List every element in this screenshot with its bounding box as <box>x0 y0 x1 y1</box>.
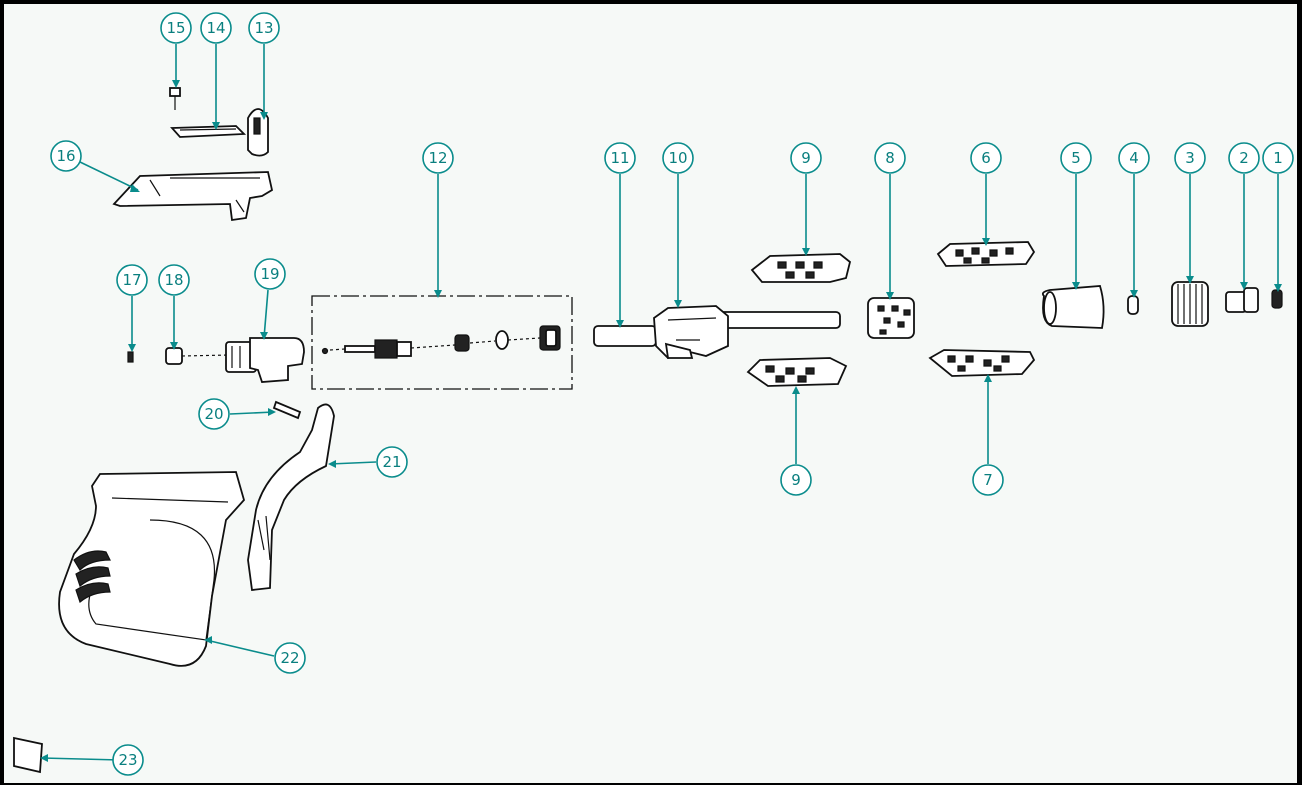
svg-text:21: 21 <box>382 453 401 471</box>
svg-text:14: 14 <box>206 19 225 37</box>
svg-text:1: 1 <box>1273 149 1283 167</box>
part-trigger <box>247 403 335 591</box>
callout-9-lower: 9 <box>780 464 812 496</box>
callout-23: 23 <box>112 744 144 776</box>
svg-text:19: 19 <box>260 265 279 283</box>
part-top-housing <box>112 171 274 222</box>
callout-21: 21 <box>376 446 408 478</box>
callout-7: 7 <box>972 464 1004 496</box>
svg-text:12: 12 <box>428 149 447 167</box>
callout-18: 18 <box>158 264 190 296</box>
svg-text:9: 9 <box>801 149 811 167</box>
callout-22: 22 <box>274 642 306 674</box>
callout-12: 12 <box>422 142 454 174</box>
svg-text:22: 22 <box>280 649 299 667</box>
part-knurled-nut <box>1171 281 1209 327</box>
part-clip <box>247 108 269 157</box>
part-nozzle-cover <box>1041 285 1105 329</box>
svg-text:15: 15 <box>166 19 185 37</box>
svg-text:9: 9 <box>791 471 801 489</box>
part-cover-shell-upper <box>936 241 1036 267</box>
part-screw <box>169 87 181 110</box>
part-trigger-pin <box>272 400 302 420</box>
callout-3: 3 <box>1174 142 1206 174</box>
callout-4: 4 <box>1118 142 1150 174</box>
part-connector-housing <box>653 305 729 360</box>
part-barrel-tube <box>593 311 841 347</box>
callout-9-upper: 9 <box>790 142 822 174</box>
svg-text:2: 2 <box>1239 149 1249 167</box>
part-end-nut <box>1271 289 1283 309</box>
callout-16: 16 <box>50 140 82 172</box>
part-label-tag <box>13 736 43 774</box>
part-valve-stem-assembly <box>321 325 561 359</box>
svg-text:3: 3 <box>1185 149 1195 167</box>
part-handle-grip <box>58 471 246 667</box>
svg-text:5: 5 <box>1071 149 1081 167</box>
part-grip-shell-upper <box>750 253 852 283</box>
part-fitting <box>1225 287 1259 313</box>
callout-15: 15 <box>160 12 192 44</box>
part-valve-body <box>225 337 305 383</box>
callout-10: 10 <box>662 142 694 174</box>
svg-text:4: 4 <box>1129 149 1139 167</box>
svg-text:18: 18 <box>164 271 183 289</box>
part-cap <box>165 347 183 365</box>
svg-text:20: 20 <box>204 405 223 423</box>
svg-text:6: 6 <box>981 149 991 167</box>
callout-17: 17 <box>116 264 148 296</box>
callout-19: 19 <box>254 258 286 290</box>
callout-1: 1 <box>1262 142 1294 174</box>
svg-text:17: 17 <box>122 271 141 289</box>
part-grip-shell-lower <box>746 357 848 387</box>
callout-20: 20 <box>198 398 230 430</box>
part-cover-shell-lower <box>928 349 1036 377</box>
callout-5: 5 <box>1060 142 1092 174</box>
callout-6: 6 <box>970 142 1002 174</box>
callout-13: 13 <box>248 12 280 44</box>
callout-14: 14 <box>200 12 232 44</box>
assembly-group-box <box>311 295 573 390</box>
part-sleeve <box>867 297 915 339</box>
svg-text:16: 16 <box>56 147 75 165</box>
callout-2: 2 <box>1228 142 1260 174</box>
svg-text:7: 7 <box>983 471 993 489</box>
part-cover-plate <box>170 125 247 138</box>
svg-text:13: 13 <box>254 19 273 37</box>
svg-text:11: 11 <box>610 149 629 167</box>
svg-text:23: 23 <box>118 751 137 769</box>
part-o-ring <box>1127 295 1139 315</box>
svg-text:8: 8 <box>885 149 895 167</box>
callout-11: 11 <box>604 142 636 174</box>
leader-lines <box>40 44 1282 762</box>
svg-text:10: 10 <box>668 149 687 167</box>
callout-8: 8 <box>874 142 906 174</box>
part-pin <box>127 351 134 363</box>
